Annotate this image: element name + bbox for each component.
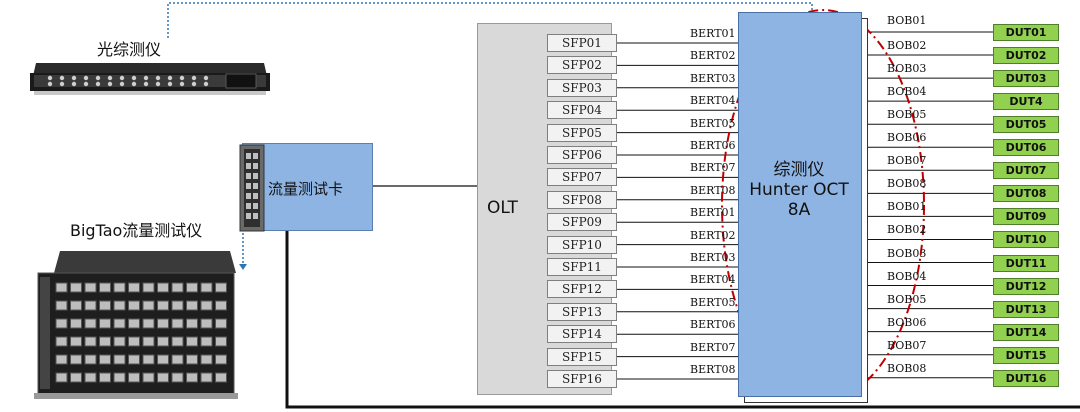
dut-box: DUT10 (993, 231, 1059, 249)
highlight-ellipse (721, 9, 925, 401)
bert-port-label: BERT02 (690, 49, 736, 63)
dut-box: DUT01 (993, 24, 1059, 41)
dut-box: DUT09 (993, 208, 1059, 226)
dut-box: DUT14 (993, 323, 1059, 341)
bob-port-label: BOB04 (887, 85, 927, 99)
sfp-port: SFP10 (547, 235, 617, 254)
bottom-loop-link (285, 229, 1080, 409)
sfp-port: SFP08 (547, 190, 617, 209)
bob-port-label: BOB01 (887, 200, 927, 214)
bob-port-label: BOB07 (887, 154, 927, 168)
bob-port-label: BOB02 (887, 223, 927, 237)
bert-port-label: BERT07 (690, 340, 736, 354)
dut-box: DUT06 (993, 139, 1059, 157)
bert-port-label: BERT04 (690, 94, 736, 108)
dut-box: DUT05 (993, 116, 1059, 134)
dut-box: DUT03 (993, 70, 1059, 88)
bob-port-label: BOB05 (887, 292, 927, 306)
dut-box: DUT15 (993, 346, 1059, 364)
bert-port-label: BERT07 (690, 161, 736, 175)
sfp-port: SFP09 (547, 213, 617, 232)
bert-port-label: BERT01 (690, 206, 736, 220)
bert-port-label: BERT03 (690, 71, 736, 85)
sfp-port: SFP02 (547, 56, 617, 75)
dut-box: DUT07 (993, 162, 1059, 180)
dut-box: DUT08 (993, 185, 1059, 203)
sfp-port: SFP11 (547, 258, 617, 276)
sfp-port: SFP05 (547, 123, 617, 142)
bob-port-label: BOB01 (887, 14, 927, 27)
bob-port-label: BOB07 (887, 338, 927, 352)
bob-port-label: BOB06 (887, 315, 927, 329)
sfp-port: SFP15 (547, 347, 617, 366)
hunter-oct-label: 综测仪 Hunter OCT 8A (738, 160, 860, 220)
bert-port-label: BERT03 (690, 251, 736, 264)
bert-port-label: BERT08 (690, 363, 736, 376)
bob-port-label: BOB03 (887, 62, 927, 76)
bob-port-label: BOB08 (887, 177, 927, 191)
traffic-card-image (239, 144, 265, 232)
optical-tester-label: 光综测仪 (97, 40, 162, 59)
dut-box: DUT16 (993, 369, 1059, 387)
bob-port-label: BOB03 (887, 246, 927, 260)
dut-box: DUT13 (993, 300, 1059, 318)
optical-tester-link (167, 2, 813, 38)
traffic-tester-label: BigTao流量测试仪 (70, 221, 203, 240)
bert-port-label: BERT06 (690, 139, 736, 152)
sfp-port: SFP16 (547, 370, 617, 388)
oct-label-line1: 综测仪 (773, 160, 825, 180)
dut-box: DUT12 (993, 277, 1059, 295)
bert-port-label: BERT04 (690, 273, 736, 287)
bert-port-label: BERT05 (690, 295, 736, 309)
hunter-oct-box (738, 12, 862, 397)
sfp-port: SFP07 (547, 168, 617, 187)
sfp-port: SFP14 (547, 325, 617, 344)
traffic-tester-device (34, 251, 238, 399)
sfp-port: SFP04 (547, 101, 617, 120)
card-to-tester-arrow (239, 264, 247, 270)
sfp-port: SFP13 (547, 302, 617, 321)
bert-port-label: BERT01 (690, 27, 736, 40)
traffic-card-label: 流量测试卡 (268, 180, 344, 198)
bert-port-label: BERT08 (690, 183, 736, 197)
bert-port-label: BERT06 (690, 318, 736, 332)
bob-port-label: BOB05 (887, 108, 927, 122)
olt-label: OLT (487, 198, 518, 218)
dut-box: DUT4 (993, 93, 1059, 111)
bob-port-label: BOB02 (887, 39, 927, 53)
bob-port-label: BOB08 (887, 361, 927, 375)
bert-port-label: BERT02 (690, 228, 736, 242)
sfp-port: SFP12 (547, 280, 617, 299)
bert-port-label: BERT05 (690, 116, 736, 130)
dut-box: DUT11 (993, 254, 1059, 272)
bob-port-label: BOB06 (887, 131, 927, 145)
optical-tester-device (30, 63, 270, 95)
dut-box: DUT02 (993, 47, 1059, 65)
oct-label-line2: Hunter OCT (749, 180, 849, 200)
sfp-port: SFP06 (547, 146, 617, 164)
oct-label-line3: 8A (787, 200, 811, 220)
sfp-port: SFP01 (547, 34, 617, 52)
bob-port-label: BOB04 (887, 269, 927, 283)
sfp-port: SFP03 (547, 78, 617, 97)
